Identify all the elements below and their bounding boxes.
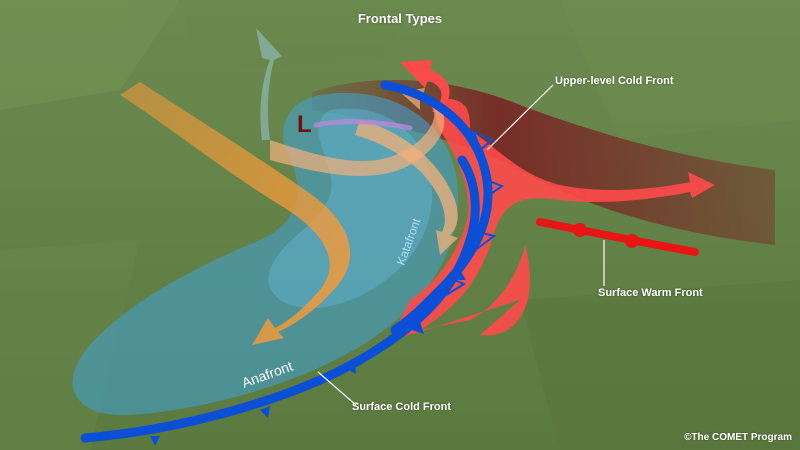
upper-level-cold-front-label: Upper-level Cold Front [555,75,674,87]
leader-upper-level [486,84,554,151]
upper-trough [313,119,413,131]
copyright-credit: ©The COMET Program [684,432,792,443]
leader-cold-front [317,371,357,406]
diagram-title: Frontal Types [357,11,443,26]
low-pressure-marker: L [297,111,312,138]
rising-air-arrow [256,28,282,140]
upper-level-band [312,79,775,245]
warm-air-upper-arrow [400,60,450,112]
warm-front-bump [573,223,587,237]
dry-air-descending [355,120,458,255]
warm-front-bump [625,234,639,248]
surface-warm-front [536,218,699,256]
upper-level-cold-front [380,80,493,335]
surface-warm-front-label: Surface Warm Front [598,287,703,299]
leader-lines [317,84,605,406]
surface-cold-front-label: Surface Cold Front [352,401,452,413]
dry-air-stream [120,82,351,345]
warm-air-stream [390,99,715,341]
surface-cold-front [80,155,480,443]
surface-cold-front-pips [150,270,466,446]
